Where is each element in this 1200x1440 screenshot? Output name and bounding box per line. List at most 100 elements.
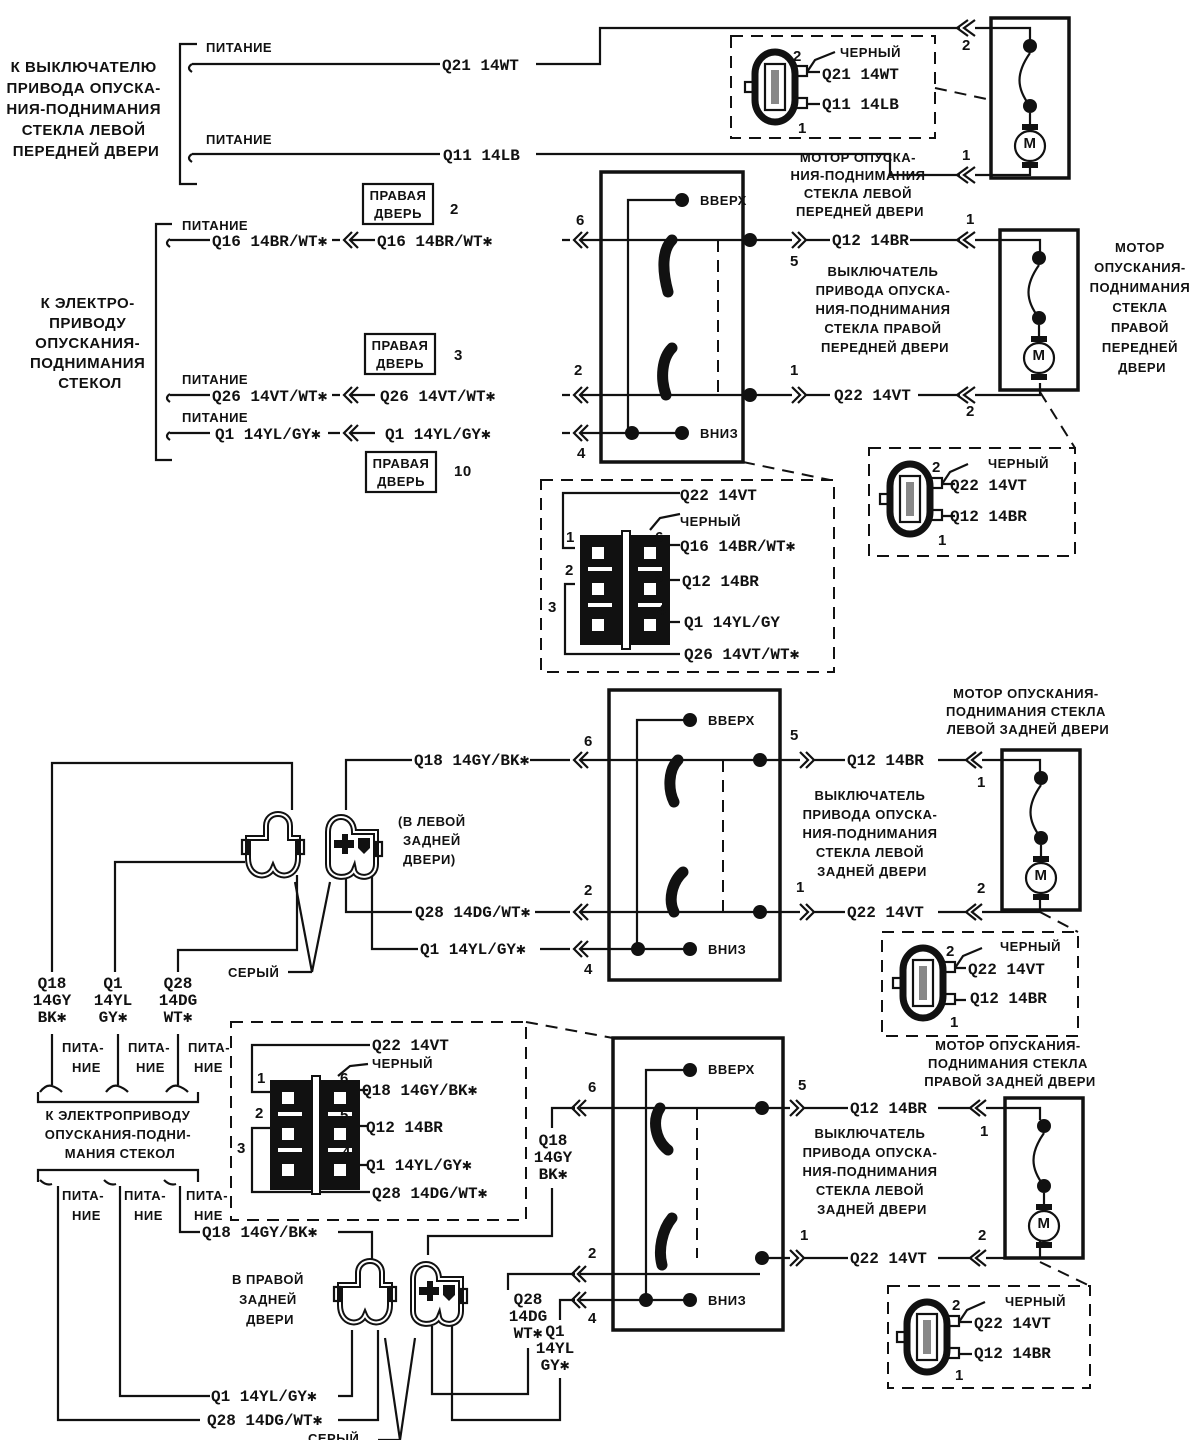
- svg-text:ДВЕРЬ: ДВЕРЬ: [376, 356, 424, 371]
- svg-text:Q12 14BR: Q12 14BR: [366, 1119, 443, 1137]
- right-front-switch-label: ВЫКЛЮЧАТЕЛЬ ПРИВОДА ОПУСКА- НИЯ-ПОДНИМАН…: [815, 264, 954, 355]
- svg-text:ЧЕРНЫЙ: ЧЕРНЫЙ: [680, 514, 741, 529]
- bus-label: К ЭЛЕКТРОПРИВОДУ ОПУСКАНИЯ-ПОДНИ- МАНИЯ …: [45, 1108, 195, 1161]
- svg-text:ПИТАНИЕ: ПИТАНИЕ: [182, 372, 248, 387]
- svg-text:4: 4: [577, 445, 586, 462]
- svg-text:2: 2: [574, 362, 583, 379]
- left-rear-motor-label: МОТОР ОПУСКАНИЯ- ПОДНИМАНИЯ СТЕКЛА ЛЕВОЙ…: [946, 686, 1110, 737]
- terminal: [955, 166, 976, 184]
- section-left-rear: МОТОР ОПУСКАНИЯ- ПОДНИМАНИЯ СТЕКЛА ЛЕВОЙ…: [33, 686, 1110, 1161]
- svg-text:1: 1: [950, 1014, 959, 1031]
- svg-text:Q1 14YL/GY✱: Q1 14YL/GY✱: [385, 426, 491, 444]
- svg-text:2: 2: [932, 459, 941, 476]
- svg-text:НИЕ: НИЕ: [136, 1060, 165, 1075]
- svg-text:Q11 14LB: Q11 14LB: [822, 96, 899, 114]
- left-rear-location-label: (В ЛЕВОЙ ЗАДНЕЙ ДВЕРИ): [398, 814, 470, 867]
- bracket: [36, 1168, 200, 1182]
- right-front-motor-icon: [998, 228, 1080, 392]
- power-labels: ПИТА-НИЕ ПИТА-НИЕ ПИТА-НИЕ: [62, 1040, 230, 1075]
- svg-text:6: 6: [576, 212, 585, 229]
- left-rear-motor-icon: [1000, 748, 1082, 912]
- svg-text:2: 2: [962, 37, 971, 54]
- svg-text:M: M: [1035, 867, 1048, 884]
- right-rear-motor-label: МОТОР ОПУСКАНИЯ- ПОДНИМАНИЯ СТЕКЛА ПРАВО…: [924, 1038, 1096, 1089]
- svg-text:ЧЕРНЫЙ: ЧЕРНЫЙ: [1005, 1294, 1066, 1309]
- svg-text:M: M: [1038, 1215, 1051, 1232]
- svg-text:Q12 14BR: Q12 14BR: [974, 1345, 1051, 1363]
- svg-text:Q18 14GY/BK✱: Q18 14GY/BK✱: [414, 752, 530, 770]
- switch-lever-icon: [658, 234, 678, 298]
- connector-detail-box: [881, 931, 1079, 1037]
- right-rear-switch: ВВЕРХ ВНИЗ: [611, 1036, 785, 1332]
- svg-text:M: M: [1033, 347, 1046, 364]
- svg-text:ПИТАНИЕ: ПИТАНИЕ: [182, 410, 248, 425]
- svg-text:5: 5: [790, 727, 799, 744]
- svg-text:Q22 14VT: Q22 14VT: [850, 1250, 927, 1268]
- right-front-motor-label: МОТОР ОПУСКАНИЯ- ПОДНИМАНИЯ СТЕКЛА ПРАВО…: [1090, 240, 1195, 375]
- svg-text:5: 5: [655, 569, 664, 586]
- svg-text:6: 6: [655, 529, 664, 546]
- svg-text:НИЕ: НИЕ: [134, 1208, 163, 1223]
- svg-text:Q1 14YL/GY✱: Q1 14YL/GY✱: [215, 426, 321, 444]
- svg-text:10: 10: [454, 463, 472, 480]
- svg-text:Q12 14BR: Q12 14BR: [682, 573, 759, 591]
- down-label: ВНИЗ: [700, 426, 738, 441]
- svg-text:НИЕ: НИЕ: [72, 1060, 101, 1075]
- connector-detail-box: [540, 479, 835, 673]
- svg-text:ПИТА-: ПИТА-: [188, 1040, 230, 1055]
- left-front-motor-icon: [989, 16, 1071, 180]
- svg-text:2: 2: [946, 943, 955, 960]
- svg-text:4: 4: [657, 602, 666, 619]
- svg-text:НИЕ: НИЕ: [72, 1208, 101, 1223]
- svg-text:Q12 14BR: Q12 14BR: [832, 232, 909, 250]
- terminal: [955, 19, 976, 37]
- gray-socket-icon: [328, 817, 382, 877]
- svg-text:6: 6: [588, 1079, 597, 1096]
- svg-text:НИЕ: НИЕ: [194, 1208, 223, 1223]
- svg-text:2: 2: [966, 403, 975, 420]
- bus-label: К ЭЛЕКТРО- ПРИВОДУ ОПУСКАНИЯ- ПОДНИМАНИЯ…: [30, 295, 150, 392]
- svg-text:1: 1: [796, 879, 805, 896]
- svg-text:5: 5: [340, 1107, 349, 1124]
- svg-text:Q28 14DG/WT✱: Q28 14DG/WT✱: [415, 904, 531, 922]
- svg-text:ВНИЗ: ВНИЗ: [708, 1293, 746, 1308]
- svg-text:2: 2: [978, 1227, 987, 1244]
- gray-plug-icon: [334, 1261, 396, 1322]
- svg-text:Q22 14VT: Q22 14VT: [847, 904, 924, 922]
- power-label: ПИТАНИЕ: [206, 132, 272, 147]
- left-front-switch-label: К ВЫКЛЮЧАТЕЛЮ ПРИВОДА ОПУСКА- НИЯ-ПОДНИМ…: [6, 59, 165, 160]
- svg-text:ЧЕРНЫЙ: ЧЕРНЫЙ: [1000, 939, 1061, 954]
- svg-text:1: 1: [800, 1227, 809, 1244]
- svg-text:Q22 14VT: Q22 14VT: [950, 477, 1027, 495]
- svg-text:ПРАВАЯ: ПРАВАЯ: [370, 188, 427, 203]
- svg-text:Q1 14YL/GY: Q1 14YL/GY: [684, 614, 780, 632]
- svg-text:2: 2: [588, 1245, 597, 1262]
- svg-text:4: 4: [584, 961, 593, 978]
- svg-text:Q1 14YL/GY✱: Q1 14YL/GY✱: [420, 941, 526, 959]
- svg-text:2: 2: [450, 201, 459, 218]
- left-rear-switch: ВВЕРХ ВНИЗ: [607, 688, 782, 982]
- svg-text:ПИТАНИЕ: ПИТАНИЕ: [182, 218, 248, 233]
- gray-socket-icon: [413, 1264, 467, 1324]
- wire-q11: [536, 152, 960, 177]
- right-front-switch: ВВЕРХ ВНИЗ: [599, 170, 757, 464]
- connector-detail-box: [230, 1021, 527, 1221]
- wire-q21: [536, 26, 960, 66]
- switch-lever-icon: [654, 1212, 678, 1271]
- svg-text:НИЕ: НИЕ: [194, 1060, 223, 1075]
- svg-text:Q22 14VT: Q22 14VT: [834, 387, 911, 405]
- switch-lever-icon: [665, 866, 689, 918]
- gray-label: СЕРЫЙ: [308, 1431, 359, 1440]
- svg-text:6: 6: [340, 1070, 349, 1087]
- svg-text:Q22 14VT: Q22 14VT: [680, 487, 757, 505]
- svg-text:ВВЕРХ: ВВЕРХ: [708, 713, 755, 728]
- svg-text:Q12 14BR: Q12 14BR: [850, 1100, 927, 1118]
- 6-pin-connector-icon: [269, 1075, 361, 1195]
- svg-text:Q22 14VT: Q22 14VT: [968, 961, 1045, 979]
- svg-text:Q1 14YL/GY✱: Q1 14YL/GY✱: [366, 1157, 472, 1175]
